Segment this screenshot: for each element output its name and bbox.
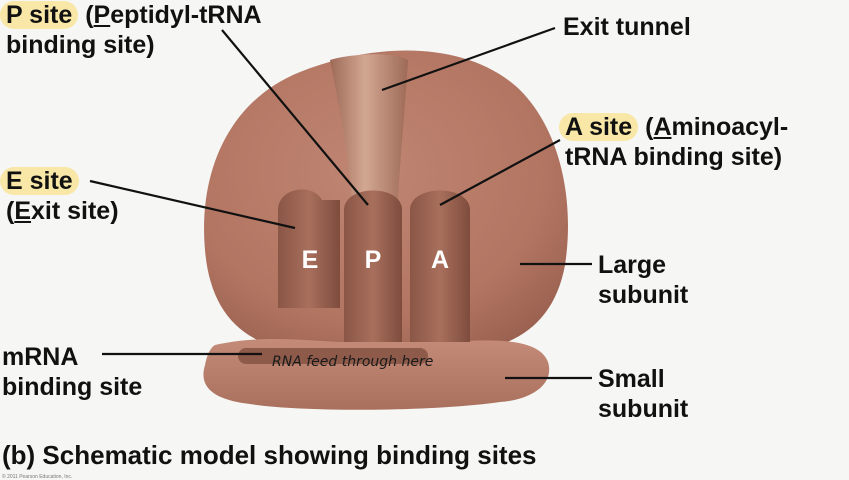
e-site-label: E site (Exit site): [0, 166, 119, 226]
mrna-channel: [238, 348, 428, 364]
copyright-text: © 2011 Pearson Education, Inc.: [2, 474, 73, 480]
a-site-label: A site (Aminoacyl- tRNA binding site): [559, 112, 788, 172]
small-subunit-label: Small subunit: [598, 365, 689, 423]
figure-caption: (b) Schematic model showing binding site…: [2, 440, 537, 470]
mrna-binding-site-label: mRNA binding site: [2, 343, 143, 401]
e-site-letter: E: [302, 246, 319, 274]
exit-tunnel-label: Exit tunnel: [563, 13, 691, 41]
e-site-pocket: [278, 189, 340, 308]
e-site-pointer: [89, 179, 296, 230]
e-site-highlight: E site: [0, 167, 79, 195]
p-site-pocket: [344, 190, 402, 342]
exit-tunnel-pointer: [381, 26, 556, 92]
a-site-pocket: [410, 190, 470, 342]
p-site-label: P site (Peptidyl-tRNA binding site): [0, 0, 262, 60]
a-site-highlight: A site: [559, 113, 639, 141]
a-site-letter: A: [431, 246, 449, 274]
rna-feed-annotation: RNA feed through here: [272, 354, 433, 370]
exit-tunnel-shape: [330, 54, 408, 200]
p-site-highlight: P site: [0, 1, 79, 29]
p-site-letter: P: [365, 246, 382, 274]
large-subunit-label: Large subunit: [598, 251, 689, 309]
a-site-pointer: [439, 139, 561, 206]
p-site-pointer: [221, 29, 369, 206]
